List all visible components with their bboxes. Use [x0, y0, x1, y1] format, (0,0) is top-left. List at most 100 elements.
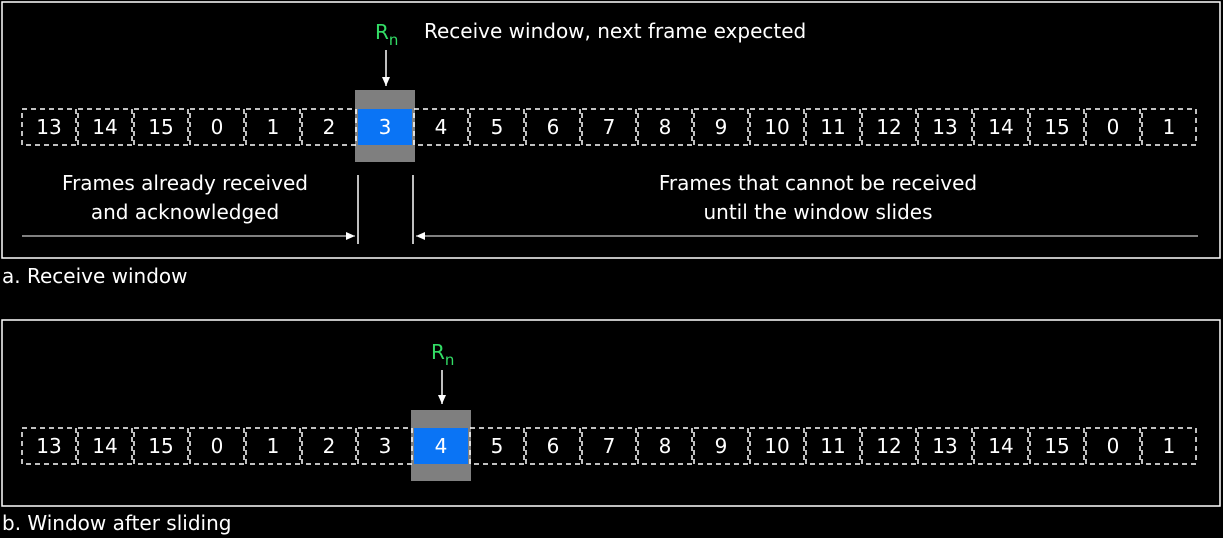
frame-slot [525, 427, 581, 465]
frame-slot [749, 108, 805, 146]
frame-number: 5 [491, 115, 504, 139]
frame-slot [805, 427, 861, 465]
frame-slot [581, 108, 637, 146]
frame-number: 15 [148, 115, 173, 139]
current-frame-highlight [358, 109, 412, 145]
frame-number: 7 [603, 115, 616, 139]
frame-slot [301, 427, 357, 465]
frame-slot [77, 108, 133, 146]
frame-slot [805, 108, 861, 146]
frame-slot [525, 108, 581, 146]
frame-slot [1141, 108, 1197, 146]
frame-slot [245, 427, 301, 465]
frame-number: 15 [148, 434, 173, 458]
frame-slot [693, 427, 749, 465]
frame-slot [973, 427, 1029, 465]
panel-border [1, 1, 1221, 259]
frame-slot [133, 108, 189, 146]
frame-number: 6 [547, 434, 560, 458]
frame-number: 14 [92, 115, 117, 139]
frame-slot [637, 108, 693, 146]
frame-slot [413, 108, 469, 146]
frame-slot [469, 427, 525, 465]
pointer-note: Receive window, next frame expected [424, 19, 806, 43]
frame-number: 6 [547, 115, 560, 139]
frame-slot [1085, 427, 1141, 465]
frame-number: 2 [323, 115, 336, 139]
frame-slot [301, 108, 357, 146]
frame-number: 13 [932, 434, 957, 458]
frame-number: 0 [211, 434, 224, 458]
caption-a: a. Receive window [2, 264, 188, 288]
frame-slot [1029, 108, 1085, 146]
frame-slot [245, 108, 301, 146]
frame-number: 0 [1107, 115, 1120, 139]
frame-number: 12 [876, 434, 901, 458]
frame-number: 15 [1044, 434, 1069, 458]
left-note-line1: Frames already received [62, 171, 308, 195]
frame-slot [749, 427, 805, 465]
frame-number: 5 [491, 434, 504, 458]
frame-slot [917, 427, 973, 465]
frame-slot [469, 108, 525, 146]
panel-border [1, 319, 1221, 507]
frame-slot [1141, 427, 1197, 465]
frame-slot [693, 108, 749, 146]
frame-slot [189, 108, 245, 146]
frame-number: 14 [92, 434, 117, 458]
frame-number: 14 [988, 115, 1013, 139]
frame-slot [21, 427, 77, 465]
frame-number: 4 [435, 115, 448, 139]
frame-slot [357, 427, 413, 465]
left-note-line2: and acknowledged [91, 200, 279, 224]
frame-number: 1 [267, 434, 280, 458]
frame-number: 3 [379, 115, 392, 139]
frame-slot [1085, 108, 1141, 146]
frame-number: 0 [211, 115, 224, 139]
frame-number: 9 [715, 434, 728, 458]
frame-number: 13 [36, 115, 61, 139]
frame-slot [637, 427, 693, 465]
frame-number: 10 [764, 115, 789, 139]
frame-slot [973, 108, 1029, 146]
right-note-line1: Frames that cannot be received [659, 171, 977, 195]
frame-number: 1 [267, 115, 280, 139]
frame-number: 15 [1044, 115, 1069, 139]
frame-number: 14 [988, 434, 1013, 458]
pointer-label: Rn [375, 20, 398, 49]
frame-number: 7 [603, 434, 616, 458]
frame-slot [21, 108, 77, 146]
right-note-line2: until the window slides [703, 200, 932, 224]
frame-slot [133, 427, 189, 465]
caption-b: b. Window after sliding [2, 511, 231, 535]
frame-number: 1 [1163, 115, 1176, 139]
frame-number: 8 [659, 115, 672, 139]
frame-number: 11 [820, 434, 845, 458]
frame-slot [77, 427, 133, 465]
frame-number: 12 [876, 115, 901, 139]
frame-number: 9 [715, 115, 728, 139]
frame-slot [581, 427, 637, 465]
frame-number: 11 [820, 115, 845, 139]
frame-number: 0 [1107, 434, 1120, 458]
frame-number: 13 [36, 434, 61, 458]
frame-number: 1 [1163, 434, 1176, 458]
frame-slot [861, 108, 917, 146]
pointer-label: Rn [431, 340, 454, 369]
frame-slot [917, 108, 973, 146]
current-frame-highlight [414, 428, 468, 464]
frame-number: 8 [659, 434, 672, 458]
frame-number: 2 [323, 434, 336, 458]
frame-number: 3 [379, 434, 392, 458]
frame-slot [1029, 427, 1085, 465]
frame-slot [861, 427, 917, 465]
frame-slot [189, 427, 245, 465]
frame-number: 13 [932, 115, 957, 139]
frame-number: 4 [435, 434, 448, 458]
frame-number: 10 [764, 434, 789, 458]
